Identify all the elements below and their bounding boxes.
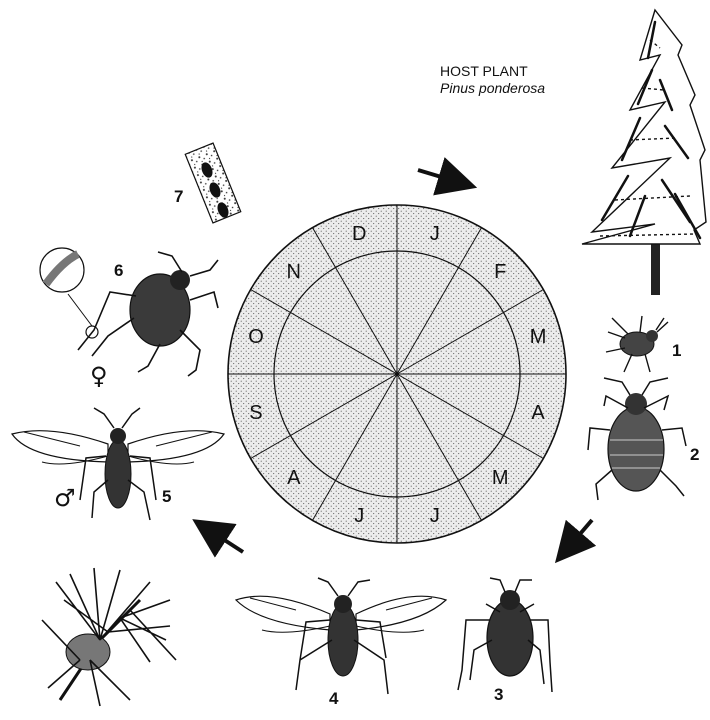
pine-branch-icon: [42, 568, 176, 706]
stage-number-4: 4: [329, 689, 339, 708]
stage-number-1: 1: [672, 341, 681, 360]
host-plant-heading: HOST PLANT: [440, 63, 545, 80]
month-label: J: [430, 505, 440, 527]
aphid-winged-male-icon: [12, 408, 224, 520]
aphid-female-icon: [40, 248, 218, 376]
month-label: A: [287, 467, 301, 489]
month-label: F: [494, 261, 506, 283]
host-plant-species: Pinus ponderosa: [440, 80, 545, 97]
female-symbol: ♀: [90, 362, 108, 390]
cycle-arrow-icon: [418, 170, 458, 182]
male-symbol: ♂: [54, 484, 76, 512]
aphid-nymph-icon: [606, 316, 668, 372]
month-label: A: [531, 402, 545, 424]
aphid-winged-icon: [236, 578, 446, 694]
aphid-wingless-adult-icon: [458, 578, 552, 692]
host-plant-caption: HOST PLANT Pinus ponderosa: [440, 63, 545, 97]
egg-bark-icon: [185, 143, 241, 223]
month-label: M: [530, 326, 547, 348]
month-label: J: [430, 223, 440, 245]
month-label: O: [248, 326, 264, 348]
stage-number-5: 5: [162, 487, 171, 506]
aphid-wingless-icon: [588, 378, 686, 500]
pine-tree-icon: [582, 10, 706, 295]
cycle-arrow-icon: [568, 520, 592, 548]
month-label: M: [492, 467, 509, 489]
stage-number-6: 6: [114, 261, 123, 280]
month-label: D: [352, 223, 366, 245]
cycle-arrow-icon: [209, 530, 243, 552]
stage-number-3: 3: [494, 685, 503, 704]
stage-number-2: 2: [690, 445, 699, 464]
month-label: N: [287, 261, 301, 283]
stage-number-7: 7: [174, 187, 183, 206]
month-dial: J F M A M J J A S O N D: [228, 205, 566, 543]
month-label: S: [249, 402, 262, 424]
month-label: J: [354, 505, 364, 527]
